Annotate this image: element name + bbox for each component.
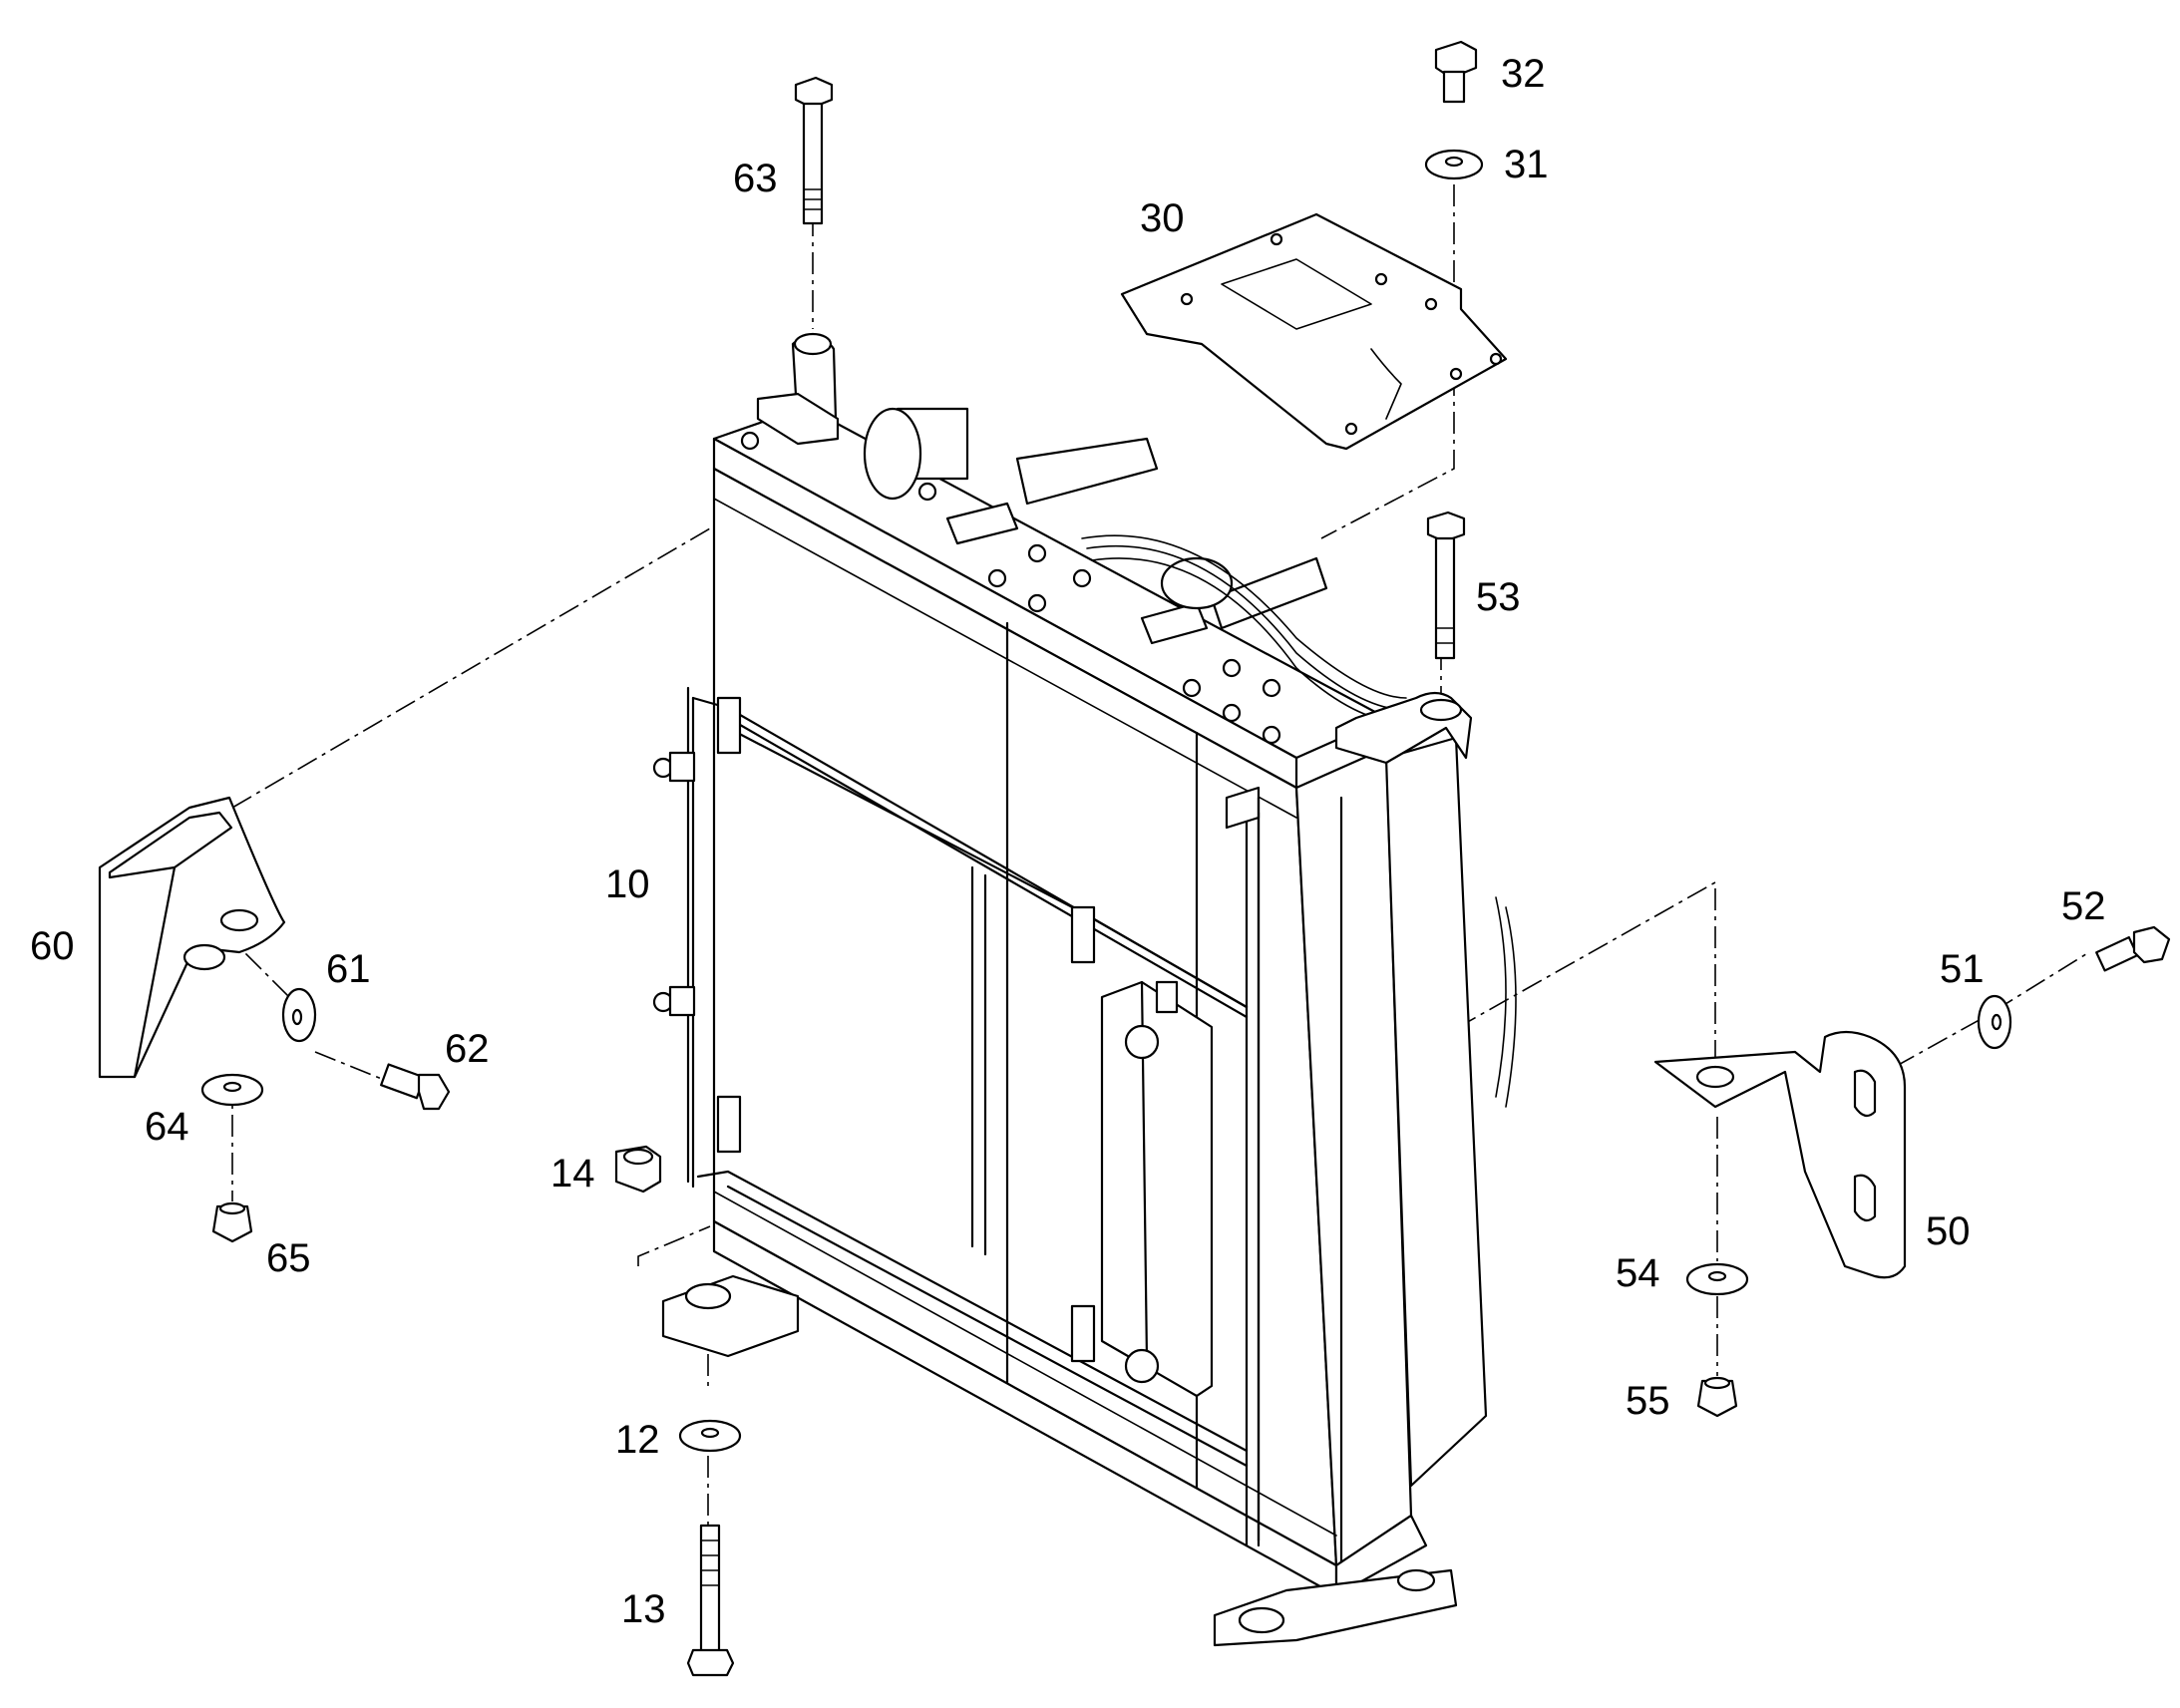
washer-64 — [200, 1073, 264, 1107]
callout-31: 31 — [1504, 143, 1549, 186]
callout-52: 52 — [2061, 884, 2106, 928]
callout-60: 60 — [30, 924, 75, 968]
bracket-50 — [1653, 1030, 1907, 1279]
bolt-63 — [794, 76, 834, 225]
callout-54: 54 — [1616, 1251, 1660, 1295]
washer-12 — [678, 1419, 742, 1453]
bolt-13 — [686, 1524, 735, 1677]
assembly-lines — [231, 184, 2090, 1570]
washer-61 — [281, 987, 317, 1043]
callout-labels: 10 12 13 14 30 31 32 50 51 52 53 54 55 6… — [30, 52, 2106, 1631]
callout-10: 10 — [605, 862, 650, 906]
callout-62: 62 — [445, 1027, 490, 1071]
bolt-62 — [380, 1063, 451, 1111]
washer-51 — [1977, 994, 2012, 1050]
callout-12: 12 — [615, 1418, 660, 1462]
radiator-assembly-10 — [652, 405, 1517, 1647]
nut-65 — [211, 1201, 253, 1243]
washer-54 — [1685, 1262, 1749, 1296]
callout-63: 63 — [733, 157, 778, 200]
callout-14: 14 — [550, 1152, 595, 1196]
washer-31 — [1424, 149, 1484, 180]
nut-14 — [614, 1145, 662, 1194]
top-bracket-30 — [1120, 212, 1508, 451]
callout-13: 13 — [621, 1587, 666, 1631]
bolt-32 — [1434, 40, 1478, 104]
callout-32: 32 — [1501, 52, 1546, 96]
bracket-60 — [98, 796, 286, 1079]
bolt-53 — [1426, 511, 1466, 660]
callout-30: 30 — [1140, 196, 1185, 240]
callout-65: 65 — [266, 1236, 311, 1280]
callout-51: 51 — [1940, 947, 1985, 991]
callout-64: 64 — [145, 1105, 189, 1149]
top-mount-right — [1334, 691, 1473, 765]
callout-61: 61 — [326, 947, 371, 991]
callout-53: 53 — [1476, 575, 1521, 619]
callout-50: 50 — [1926, 1209, 1971, 1253]
nut-55 — [1696, 1376, 1738, 1418]
callout-55: 55 — [1626, 1379, 1670, 1423]
bolt-52 — [2095, 925, 2171, 972]
top-mount-left — [756, 332, 840, 446]
